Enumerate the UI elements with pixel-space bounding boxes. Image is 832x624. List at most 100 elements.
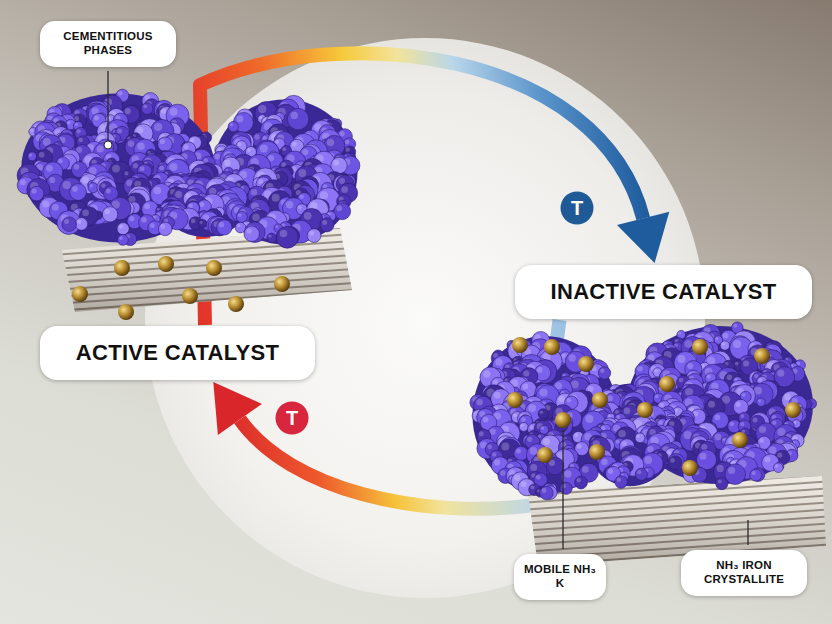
bead-highlight	[160, 224, 165, 229]
bead-highlight	[247, 148, 251, 152]
bead-highlight	[678, 332, 681, 335]
bead-highlight	[345, 140, 349, 144]
bead-highlight	[483, 370, 490, 377]
cement-bead	[733, 399, 748, 414]
bead-highlight	[588, 386, 594, 392]
bead-highlight	[224, 160, 231, 167]
bead-highlight	[320, 191, 328, 199]
bead-highlight	[616, 415, 620, 419]
bead-highlight	[254, 134, 259, 139]
bead-highlight	[190, 138, 195, 143]
bead-highlight	[536, 475, 541, 480]
potassium-ball	[512, 337, 528, 353]
bead-highlight	[82, 210, 89, 217]
bead-highlight	[160, 139, 165, 144]
bead-highlight	[516, 448, 521, 453]
bead-highlight	[523, 384, 529, 390]
cement-bead	[606, 466, 621, 481]
cement-bead	[28, 152, 37, 161]
cement-bead	[245, 222, 266, 243]
bead-highlight	[624, 408, 631, 415]
cement-bead	[244, 226, 259, 241]
cement-bead	[540, 486, 554, 500]
bead-highlight	[39, 152, 45, 158]
bead-highlight	[251, 189, 258, 196]
bead-highlight	[758, 399, 761, 402]
bead-highlight	[740, 422, 744, 426]
bead-highlight	[258, 105, 266, 113]
bead-highlight	[600, 369, 604, 373]
bead-highlight	[521, 481, 527, 487]
bead-highlight	[687, 363, 693, 369]
bead-highlight	[346, 148, 350, 152]
bead-highlight	[530, 464, 537, 471]
bead-highlight	[322, 220, 327, 225]
bead-highlight	[707, 375, 711, 379]
cement-bead	[538, 409, 548, 419]
bead-highlight	[585, 415, 593, 423]
cluster-core	[21, 94, 214, 243]
bead-highlight	[561, 354, 565, 358]
potassium-ball	[544, 339, 560, 355]
bead-highlight	[527, 437, 532, 442]
bead-highlight	[708, 401, 715, 408]
potassium-ball	[158, 256, 174, 272]
bead-highlight	[542, 488, 547, 493]
inactive-catalyst-figure	[470, 322, 826, 566]
bead-highlight	[199, 202, 204, 207]
bead-highlight	[740, 414, 744, 418]
bead-highlight	[601, 459, 607, 465]
bead-highlight	[154, 187, 162, 195]
bead-highlight	[31, 189, 36, 194]
bead-highlight	[728, 467, 735, 474]
bead-highlight	[759, 438, 764, 443]
potassium-ball	[537, 447, 553, 463]
bead-highlight	[670, 458, 675, 463]
bead-highlight	[759, 426, 766, 433]
cement-bead	[198, 219, 207, 228]
bead-highlight	[140, 166, 145, 171]
bead-highlight	[730, 422, 735, 427]
cement-bead	[635, 468, 647, 480]
bead-highlight	[275, 225, 278, 228]
bead-highlight	[78, 138, 83, 143]
cement-bead	[750, 469, 762, 481]
cement-bead	[334, 203, 351, 220]
cement-bead	[287, 108, 308, 129]
bead-highlight	[333, 160, 339, 166]
bead-highlight	[219, 222, 224, 227]
cement-bead	[217, 220, 232, 235]
bead-highlight	[150, 223, 155, 228]
cement-bead	[716, 478, 728, 490]
bead-highlight	[159, 166, 164, 171]
bead-highlight	[230, 123, 234, 127]
bead-highlight	[727, 375, 733, 381]
bead-highlight	[514, 475, 520, 481]
bead-highlight	[263, 136, 267, 140]
bead-highlight	[29, 153, 32, 156]
bead-highlight	[616, 440, 620, 444]
bead-highlight	[52, 204, 59, 211]
bead-highlight	[567, 398, 572, 403]
bead-highlight	[63, 181, 71, 189]
bead-highlight	[137, 142, 145, 150]
potassium-particles	[72, 256, 290, 320]
bead-highlight	[618, 430, 626, 438]
bead-highlight	[137, 127, 144, 134]
bead-highlight	[715, 337, 718, 340]
bead-highlight	[292, 141, 297, 146]
bead-highlight	[97, 146, 104, 153]
bead-highlight	[500, 470, 505, 475]
cement-bead	[62, 217, 77, 232]
bead-highlight	[769, 447, 776, 454]
bead-highlight	[75, 123, 78, 126]
bead-highlight	[286, 201, 294, 209]
bead-highlight	[64, 219, 69, 224]
bead-highlight	[679, 378, 684, 383]
bead-highlight	[540, 388, 548, 396]
bead-highlight	[717, 465, 724, 472]
bead-highlight	[608, 469, 613, 474]
bead-highlight	[659, 421, 663, 425]
potassium-ball	[114, 260, 130, 276]
potassium-ball	[182, 288, 198, 304]
